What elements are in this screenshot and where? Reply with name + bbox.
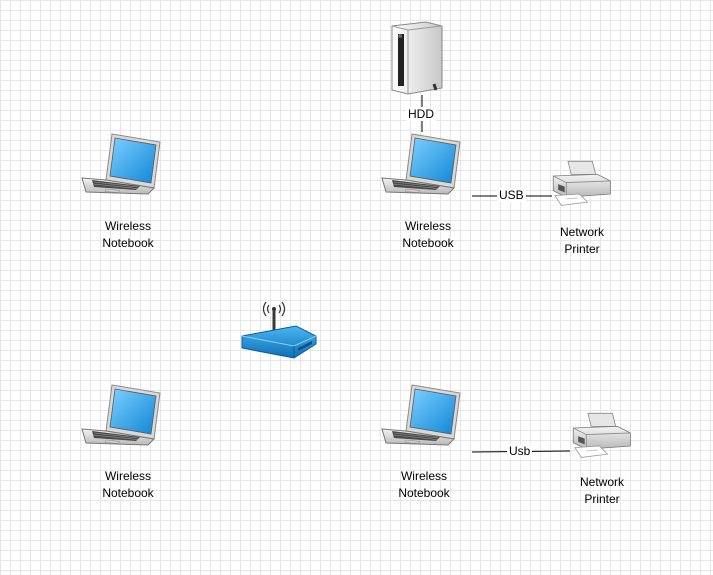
printer-top[interactable] (550, 158, 612, 212)
notebook-bottom-left-label: Wireless Notebook (102, 469, 154, 500)
edge-label-hdd: HDD (406, 107, 436, 121)
printer-top-label: Network Printer (559, 225, 604, 256)
notebook-bottom-right-label: Wireless Notebook (398, 469, 450, 500)
edge-label-usb-top: USB (497, 188, 526, 202)
server-node[interactable] (386, 20, 446, 96)
edge-label-usb-bottom: Usb (507, 444, 533, 458)
laptop-icon (380, 383, 464, 447)
laptop-icon (80, 383, 164, 447)
wireless-router-icon (241, 301, 317, 359)
server-tower-icon (391, 21, 443, 95)
notebook-top-left[interactable] (80, 132, 164, 196)
printer-bottom-label: Network Printer (579, 475, 624, 506)
notebook-top-left-label: Wireless Notebook (102, 219, 154, 250)
printer-icon (550, 158, 612, 212)
notebook-bottom-left[interactable] (80, 383, 164, 447)
notebook-bottom-right[interactable] (380, 383, 464, 447)
printer-icon (570, 410, 632, 464)
router-node[interactable] (238, 296, 318, 360)
notebook-top-right[interactable] (380, 132, 464, 196)
laptop-icon (80, 132, 164, 196)
laptop-icon (380, 132, 464, 196)
notebook-top-right-label: Wireless Notebook (402, 219, 454, 250)
printer-bottom[interactable] (570, 410, 632, 464)
